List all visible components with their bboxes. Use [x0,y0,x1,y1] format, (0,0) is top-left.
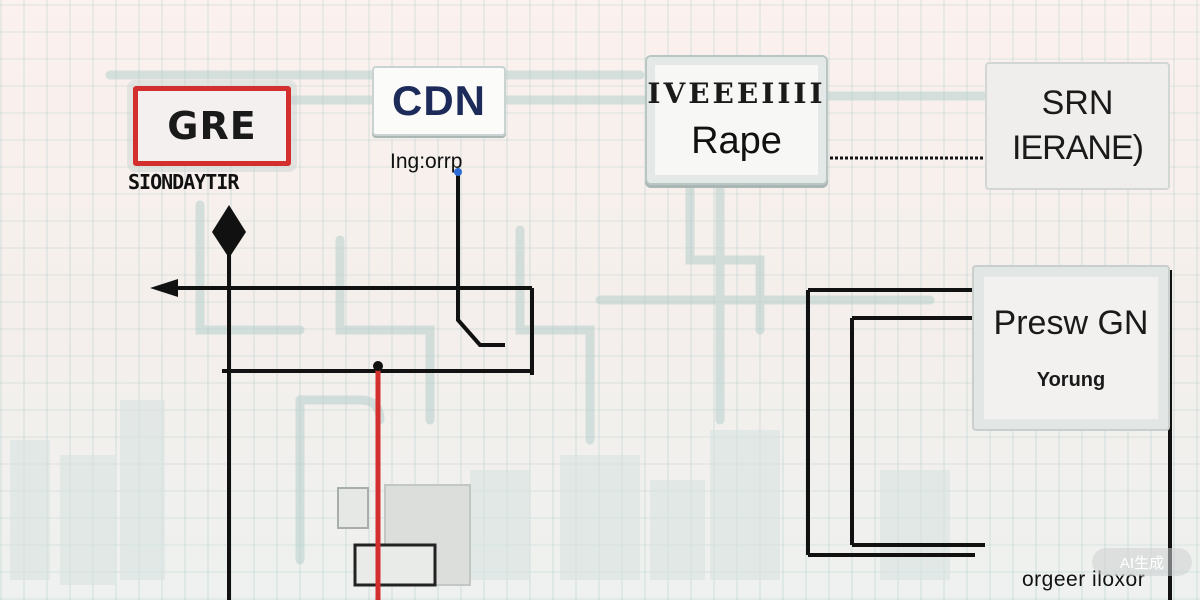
presign-subtitle: Yorung [1036,369,1106,391]
srn-title: SRN [1041,84,1114,122]
cdn-caption: Ing:orrp [390,150,463,173]
srn-subtitle: IERANE) [1012,129,1144,167]
rape-node[interactable]: IVEEEIIII Rape [645,55,828,185]
gre-node[interactable]: GRE [133,86,291,166]
cdn-down-wire [456,172,505,347]
cdn-title: CDN [392,77,486,124]
ai-generated-watermark: AI生成 [1092,548,1192,576]
gre-title: GRE [167,104,257,148]
srn-node[interactable]: SRN IERANE) [985,62,1170,190]
rape-title: IVEEEIIII [647,77,826,110]
gre-caption: SIONDAYTIR [128,170,239,194]
cdn-node[interactable]: CDN [372,66,506,136]
presign-node[interactable]: Presw GN Yorung [972,265,1170,431]
junction-dot [373,361,383,371]
diamond-marker-icon [212,205,246,258]
presign-title: Presw GN [993,304,1149,342]
rape-subtitle: Rape [691,120,782,162]
arrow-left-icon [150,279,178,297]
cdn-connector-dot [454,168,462,176]
